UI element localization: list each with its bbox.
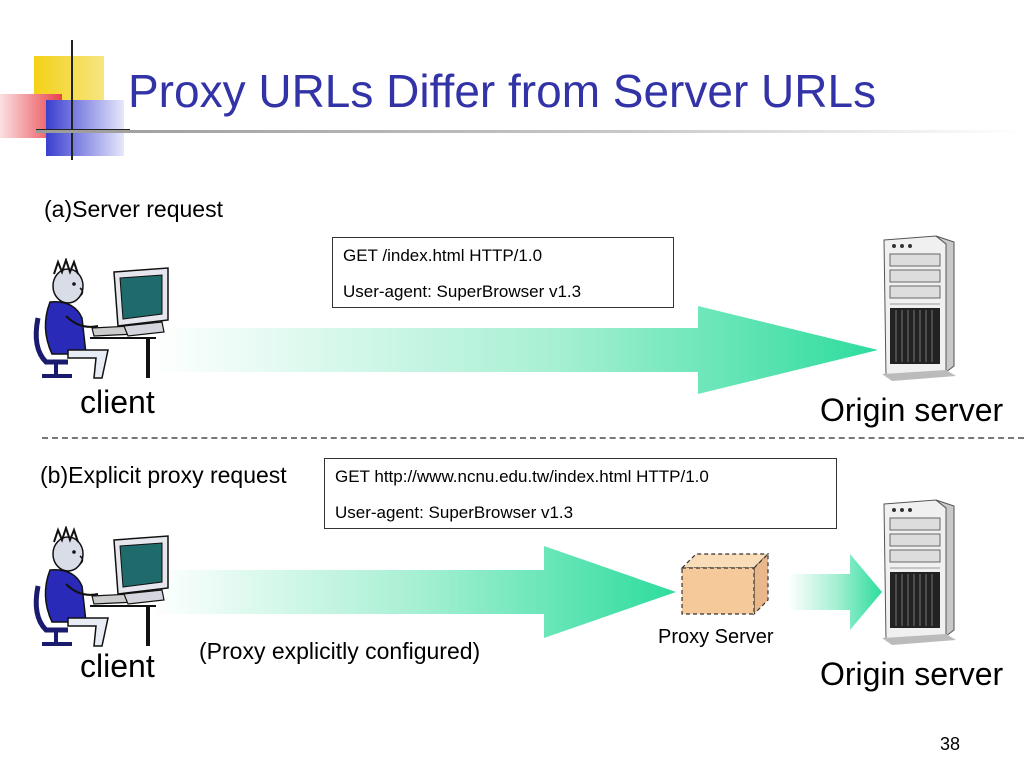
section-b-request-box: GET http://www.ncnu.edu.tw/index.html HT… — [324, 458, 837, 529]
corner-decoration — [0, 0, 130, 160]
proxy-configured-note: (Proxy explicitly configured) — [199, 638, 481, 664]
section-b-arrow-to-server — [788, 552, 884, 632]
person-at-computer-icon — [28, 256, 173, 383]
request-line: User-agent: SuperBrowser v1.3 — [343, 282, 582, 301]
person-at-computer-icon — [28, 524, 173, 651]
title-underline — [36, 130, 1024, 133]
request-line: GET http://www.ncnu.edu.tw/index.html HT… — [335, 467, 709, 486]
proxy-server-label: Proxy Server — [658, 626, 774, 648]
request-line: User-agent: SuperBrowser v1.3 — [335, 503, 574, 522]
section-b-client-label: client — [80, 648, 155, 684]
section-a-label: (a)Server request — [44, 196, 223, 222]
section-b-label: (b)Explicit proxy request — [40, 462, 287, 488]
request-line: GET /index.html HTTP/1.0 — [343, 246, 543, 265]
section-a-request-box: GET /index.html HTTP/1.0 User-agent: Sup… — [332, 237, 674, 308]
section-a-arrow — [150, 300, 880, 400]
section-a-server-label: Origin server — [820, 392, 1004, 428]
tower-server-icon — [876, 496, 958, 646]
tower-server-icon — [876, 232, 958, 382]
section-divider — [42, 437, 1024, 439]
section-b-server-label: Origin server — [820, 656, 1004, 692]
page-number: 38 — [940, 734, 961, 754]
cardboard-box-icon — [678, 550, 772, 616]
slide-title: Proxy URLs Differ from Server URLs — [128, 65, 877, 117]
section-a-client-label: client — [80, 384, 155, 420]
section-b-arrow-to-proxy — [150, 544, 678, 640]
